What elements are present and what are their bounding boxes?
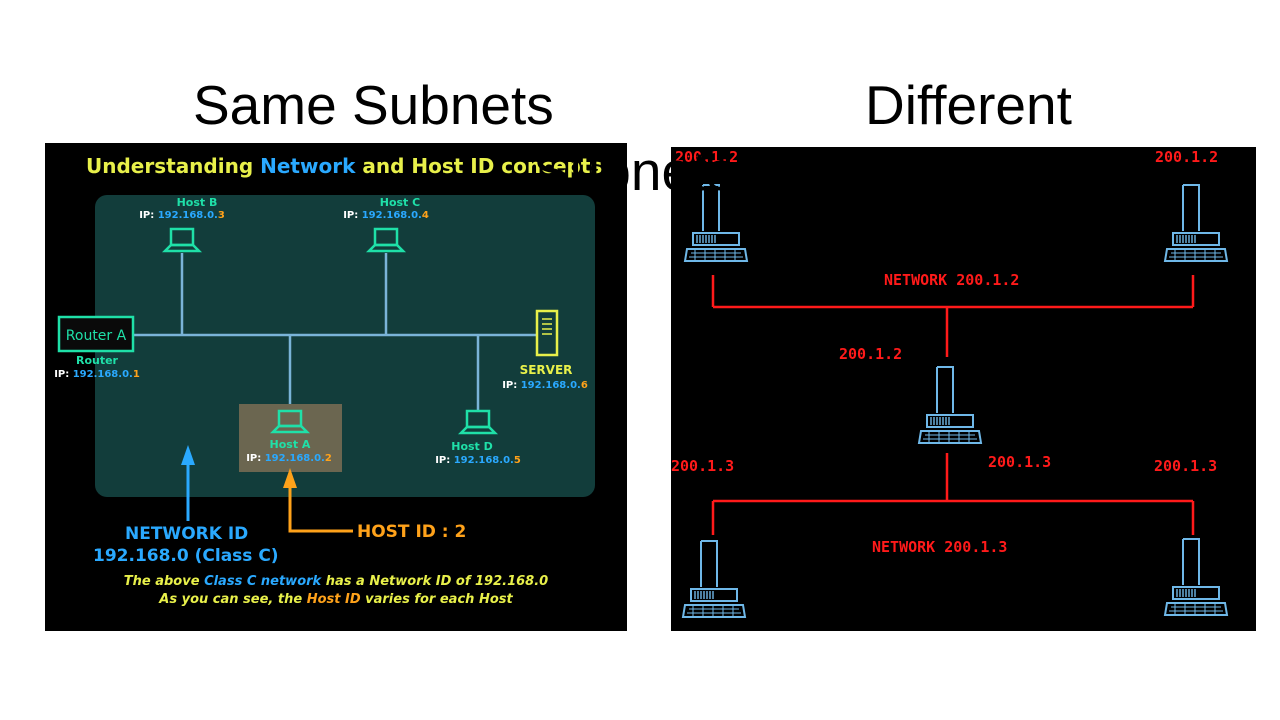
host-a-name: Host A — [270, 438, 311, 451]
host-d-laptop-icon — [457, 409, 499, 435]
label-bottom-right: 200.1.3 — [1154, 457, 1217, 475]
label-center-lower: 200.1.3 — [988, 453, 1051, 471]
network-lines — [711, 275, 1195, 535]
host-b-name: Host B — [177, 196, 218, 209]
server-icon — [535, 309, 559, 357]
diagram-heading: Understanding Network and Host ID concep… — [86, 154, 602, 178]
computer-top-right-icon — [1164, 184, 1228, 262]
heading-part-concepts: concepts — [494, 154, 602, 178]
heading-part-hostid: Host ID — [411, 154, 494, 178]
host-c-laptop-icon — [365, 227, 407, 253]
server-icon-lines — [542, 318, 552, 335]
host-c: Host C IP: 192.168.0.4 — [343, 196, 429, 253]
title-subnets: Subnets — [533, 140, 735, 202]
router: Router A Router IP: 192.168.0.1 — [54, 315, 140, 380]
host-a: Host A IP: 192.168.0.2 — [239, 404, 342, 472]
different-subnets-diagram: 200.1.2 200.1.2 NETWORK 200.1.2 200.1.2 … — [671, 147, 1256, 631]
host-b: Host B IP: 192.168.0.3 — [139, 196, 225, 253]
label-network-2: NETWORK 200.1.3 — [872, 538, 1007, 556]
label-center-upper: 200.1.2 — [839, 345, 902, 363]
same-subnet-svg: Understanding Network and Host ID concep… — [54, 154, 602, 607]
host-c-ip: IP: 192.168.0.4 — [343, 210, 429, 221]
network-area — [95, 195, 595, 497]
network-id-label: NETWORK ID — [125, 524, 248, 544]
host-b-laptop-icon — [161, 227, 203, 253]
host-a-ip: IP: 192.168.0.2 — [246, 453, 332, 464]
host-a-highlight — [239, 404, 342, 472]
label-network-1: NETWORK 200.1.2 — [884, 271, 1019, 289]
host-id-arrow — [283, 468, 353, 533]
host-d-ip: IP: 192.168.0.5 — [435, 455, 521, 466]
title-different: Different — [865, 74, 1072, 136]
heading-part-and: and — [355, 154, 411, 178]
caption-line-1: The above Class C network has a Network … — [124, 574, 548, 589]
host-a-laptop-icon — [269, 409, 311, 434]
heading-part-a: Understanding — [86, 154, 260, 178]
server-name: SERVER — [520, 363, 573, 377]
network-bus — [133, 253, 537, 411]
same-subnet-diagram: Understanding Network and Host ID concep… — [45, 143, 627, 631]
host-b-ip: IP: 192.168.0.3 — [139, 210, 225, 221]
server-ip: IP: 192.168.0.6 — [502, 380, 588, 391]
host-c-name: Host C — [380, 196, 420, 209]
label-top-left: 200.1.2 — [675, 148, 738, 166]
label-top-right: 200.1.2 — [1155, 148, 1218, 166]
host-d-name: Host D — [451, 440, 493, 453]
host-d: Host D IP: 192.168.0.5 — [435, 409, 521, 466]
heading-part-network: Network — [260, 154, 356, 178]
router-box — [57, 315, 135, 353]
title-same-subnets: Same Subnets — [193, 74, 554, 136]
router-box-label: Router A — [66, 328, 127, 344]
host-id-label: HOST ID : 2 — [357, 522, 466, 542]
network-id-arrow — [181, 445, 195, 521]
label-bottom-left: 200.1.3 — [671, 457, 734, 475]
caption-line-2: As you can see, the Host ID varies for e… — [158, 592, 513, 607]
router-name: Router — [76, 354, 119, 367]
computer-bottom-left-icon — [682, 540, 746, 618]
server: SERVER IP: 192.168.0.6 — [502, 309, 588, 391]
router-ip: IP: 192.168.0.1 — [54, 369, 140, 380]
computer-center-icon — [918, 366, 982, 444]
network-id-value: 192.168.0 (Class C) — [93, 546, 279, 566]
different-subnets-svg: 200.1.2 200.1.2 NETWORK 200.1.2 200.1.2 … — [671, 148, 1228, 618]
computer-bottom-right-icon — [1164, 538, 1228, 616]
